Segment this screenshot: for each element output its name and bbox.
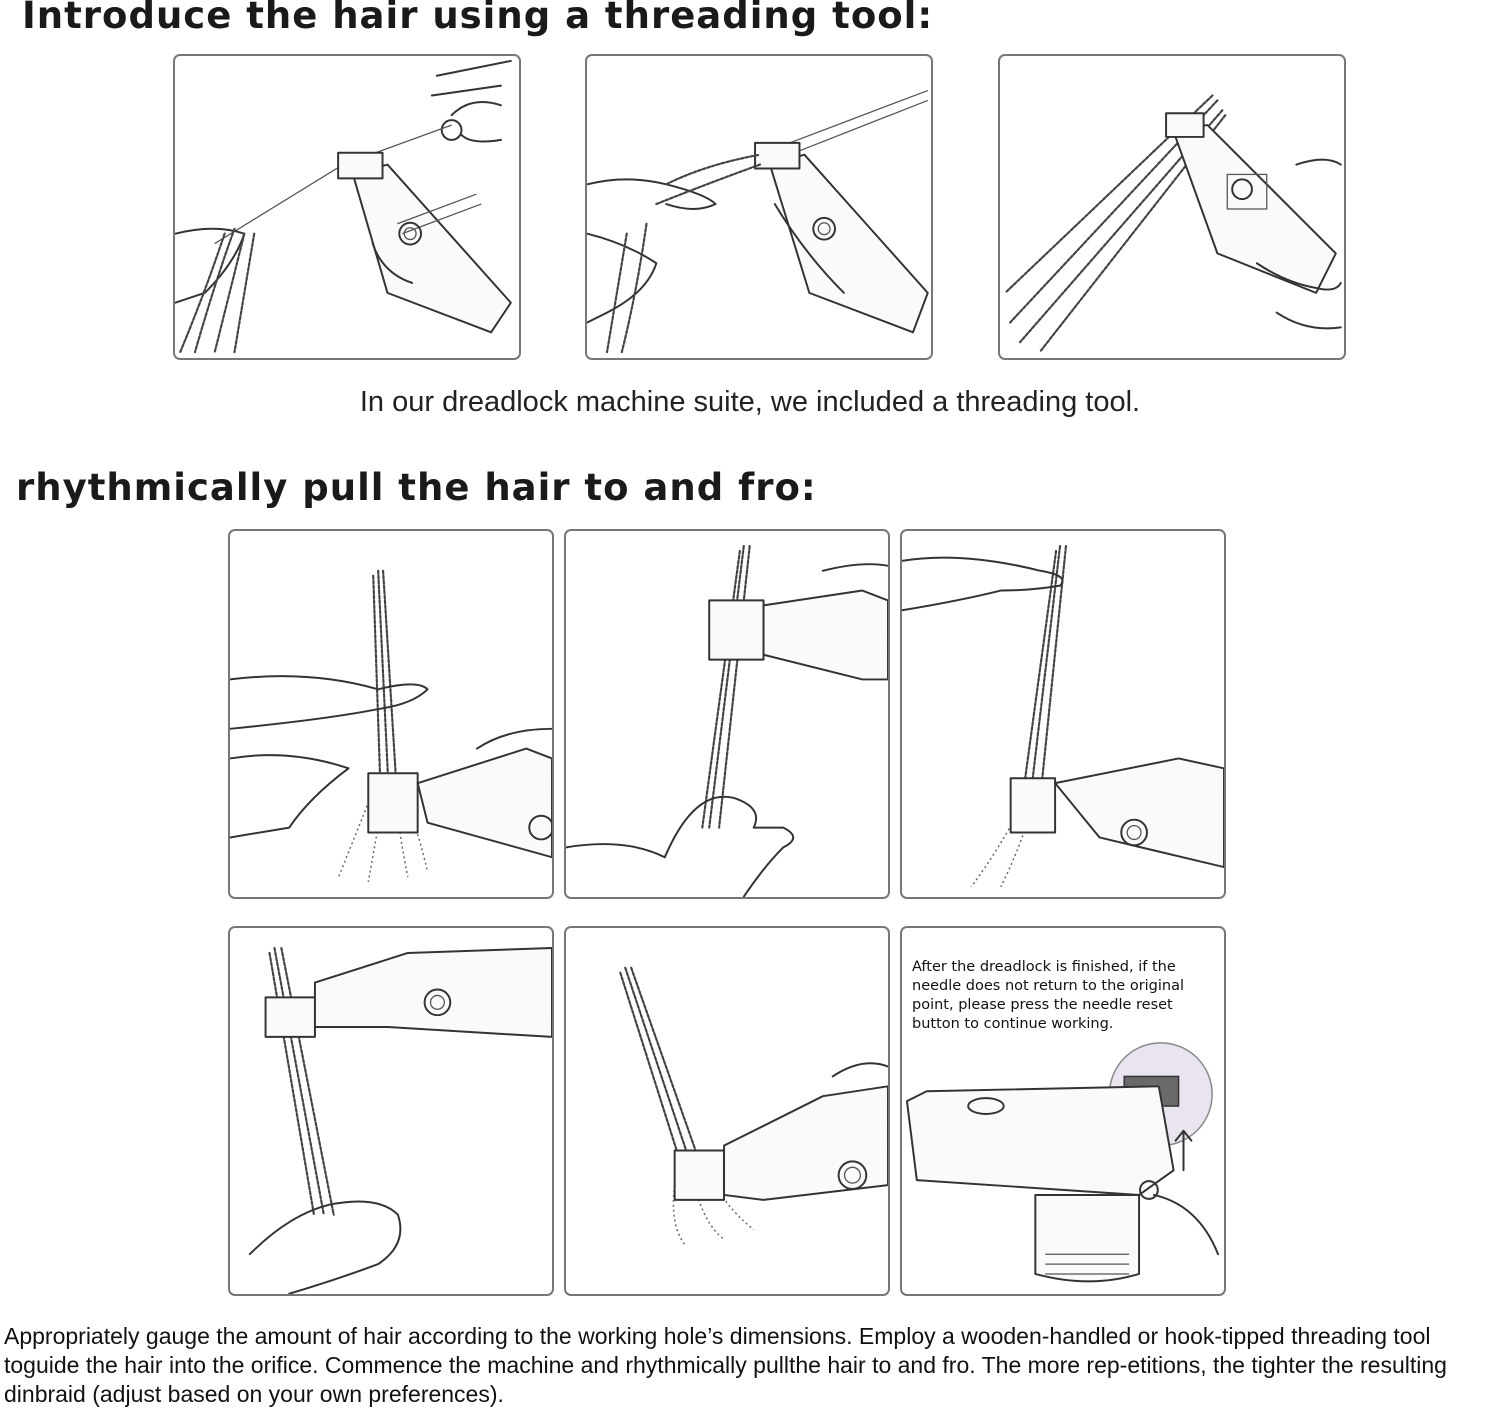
section-heading-threading: Introduce the hair using a threading too… <box>22 0 934 37</box>
illustration-panel-threading-1 <box>173 54 521 360</box>
threading-step-1-illustration <box>175 59 512 354</box>
illustration-panel-reset-note: After the dreadlock is finished, if the … <box>900 926 1226 1296</box>
illustration-panel-threading-2 <box>585 54 933 360</box>
illustration-panel-threading-3 <box>998 54 1346 360</box>
pull-step-4-illustration <box>248 946 552 1294</box>
threading-step-2-illustration <box>587 89 929 354</box>
illustration-panel-pull-1 <box>228 529 554 899</box>
illustration-panel-pull-5 <box>564 926 890 1296</box>
illustration-panel-pull-2 <box>564 529 890 899</box>
threading-step-3-illustration <box>1004 94 1342 354</box>
section-heading-pull: rhythmically pull the hair to and fro: <box>16 466 817 509</box>
needle-reset-note: After the dreadlock is finished, if the … <box>912 959 1185 1032</box>
illustration-panel-pull-4 <box>228 926 554 1296</box>
pull-step-5-illustration <box>619 966 888 1245</box>
pull-step-1-illustration <box>230 569 552 883</box>
illustration-panel-pull-3 <box>900 529 1226 899</box>
needle-reset-illustration <box>905 1042 1220 1283</box>
threading-caption: In our dreadlock machine suite, we inclu… <box>359 386 1141 418</box>
pull-step-3-illustration <box>902 544 1224 888</box>
instructions-footer: Appropriately gauge the amount of hair a… <box>4 1323 1447 1407</box>
pull-step-2-illustration <box>566 544 888 897</box>
